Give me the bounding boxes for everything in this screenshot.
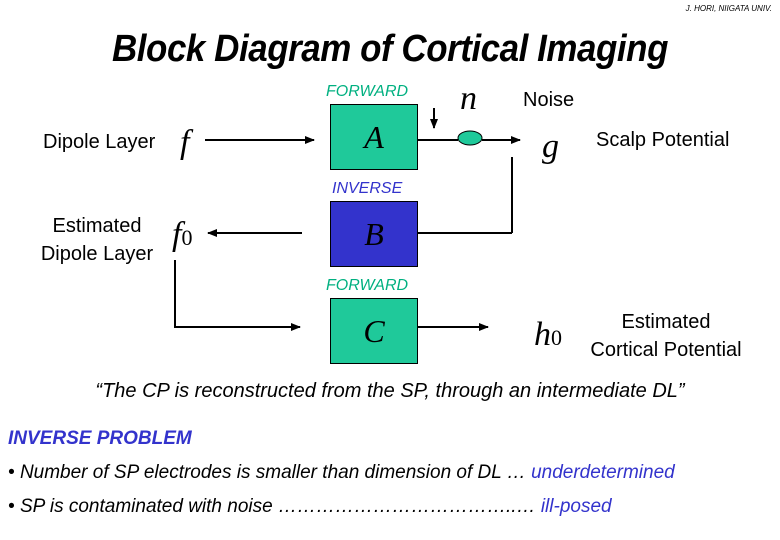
noise-adder [457, 130, 483, 146]
label-scalp-potential: Scalp Potential [596, 129, 730, 151]
caption-quote: “The CP is reconstructed from the SP, th… [95, 380, 685, 402]
label-estimated-dipole-layer-line2: Dipole Layer [40, 243, 154, 265]
label-estimated-cortical-potential: Estimated Cortical Potential [586, 308, 746, 364]
block-b: B [330, 201, 418, 267]
block-b-letter: B [364, 215, 384, 252]
bullet-ill-posed: • SP is contaminated with noise ……………………… [8, 496, 612, 518]
symbol-h0-base: h [534, 316, 551, 353]
label-estimated-cortical-line1: Estimated [621, 311, 711, 333]
author-credit: J. HORI, NIIGATA UNIV. [685, 4, 772, 13]
symbol-g: g [542, 128, 559, 165]
label-estimated-dipole-layer-line1: Estimated [52, 215, 142, 237]
symbol-h0: h0 [534, 318, 562, 352]
label-dipole-layer: Dipole Layer [43, 131, 156, 153]
label-noise: Noise [523, 89, 575, 111]
symbol-f0: f0 [172, 218, 192, 252]
symbol-h0-subscript: 0 [551, 325, 562, 350]
symbol-f0-subscript: 0 [181, 225, 193, 250]
block-a-tag: FORWARD [326, 83, 409, 100]
block-c-tag: FORWARD [326, 277, 409, 294]
bullet-highlight: underdetermined [531, 462, 675, 483]
bullet-text: Number of SP electrodes is smaller than … [19, 462, 532, 483]
page-title: Block Diagram of Cortical Imaging [112, 28, 668, 70]
inverse-problem-title: INVERSE PROBLEM [8, 428, 192, 449]
block-a: A [330, 104, 418, 170]
label-estimated-cortical-line2: Cortical Potential [590, 339, 742, 361]
line-f0-down [174, 260, 301, 331]
block-c: C [330, 298, 418, 364]
bullet-marker: • [8, 462, 15, 483]
bullet-marker: • [8, 496, 15, 517]
symbol-n: n [460, 80, 477, 117]
symbol-f0-base: f [172, 216, 182, 253]
bullet-highlight: ill-posed [540, 496, 612, 517]
block-c-letter: C [363, 312, 385, 349]
bullet-text: SP is contaminated with noise …………………………… [19, 496, 541, 517]
label-estimated-dipole-layer: Estimated Dipole Layer [36, 212, 158, 268]
block-b-tag: INVERSE [332, 180, 403, 197]
block-a-letter: A [364, 118, 384, 155]
bullet-underdetermined: • Number of SP electrodes is smaller tha… [8, 462, 675, 484]
symbol-f: f [180, 124, 190, 161]
